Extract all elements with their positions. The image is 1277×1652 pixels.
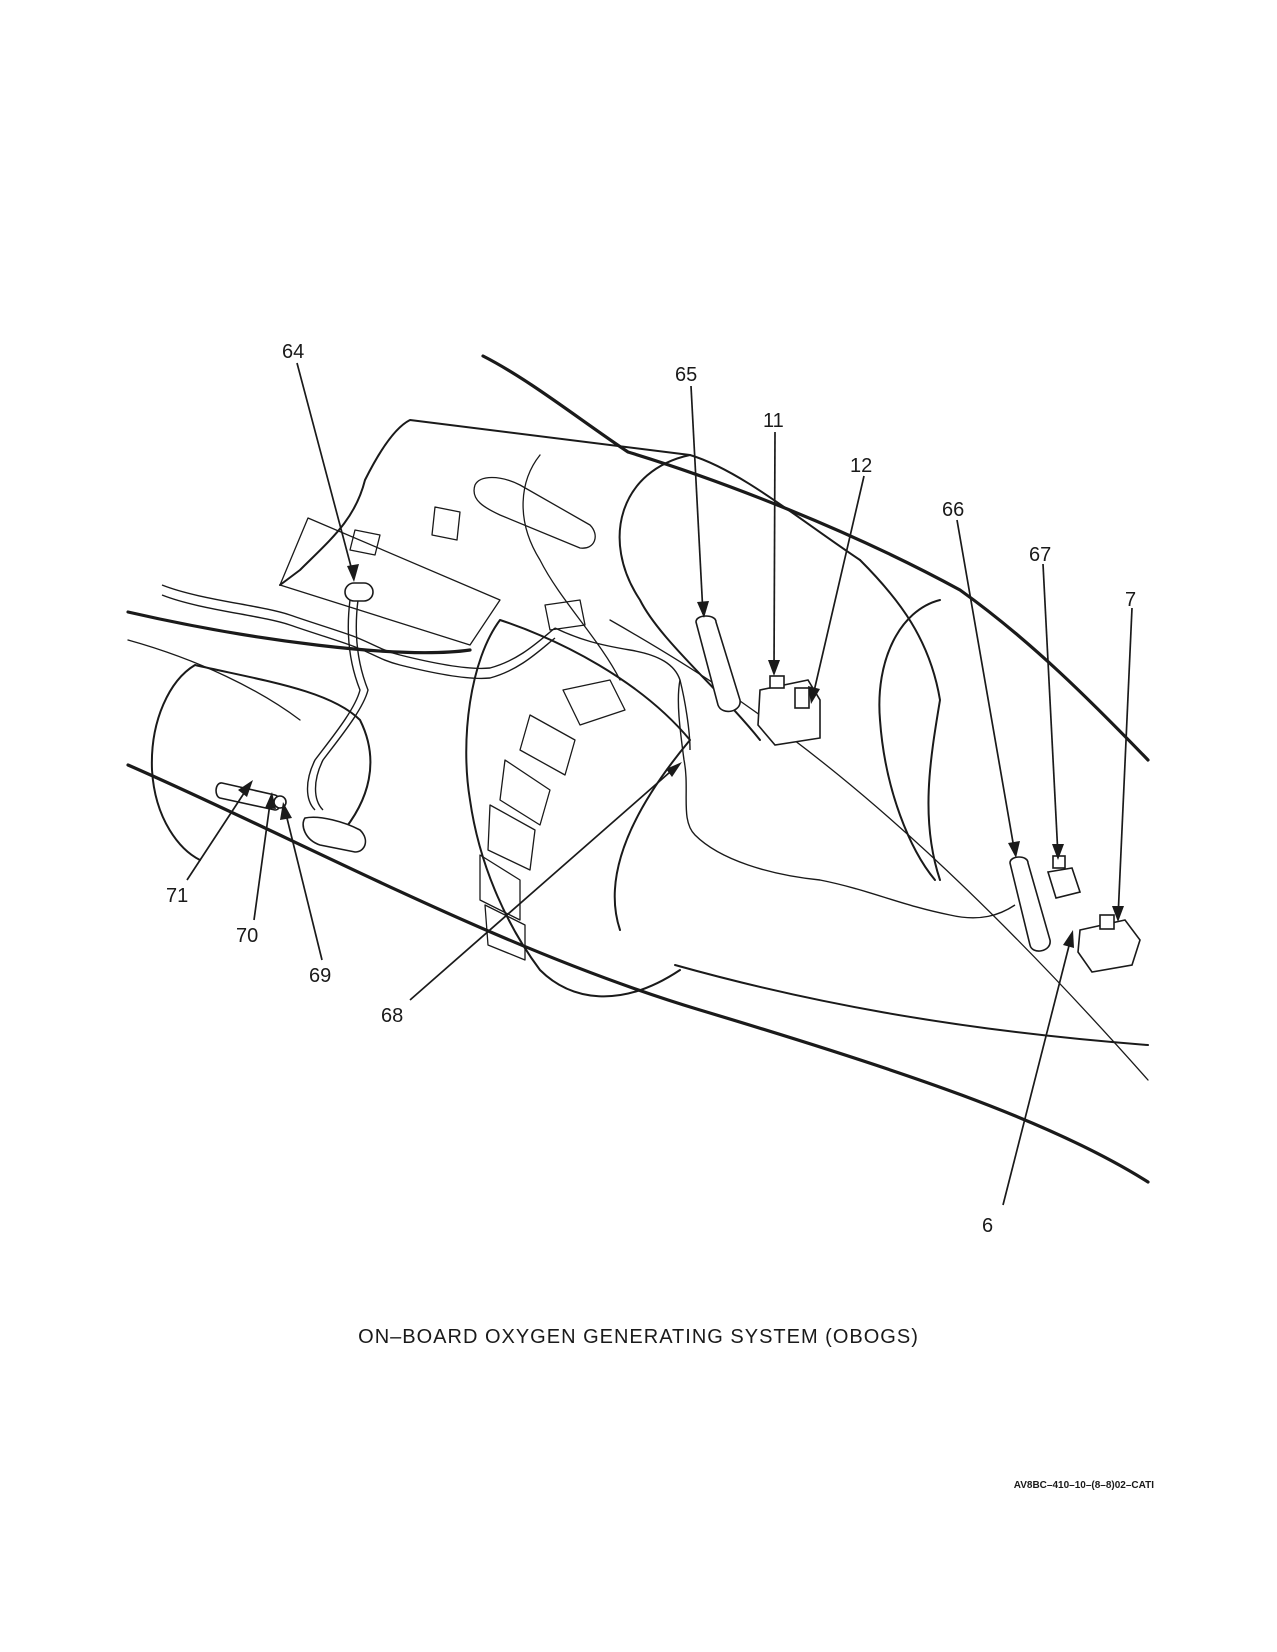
vertical-drop-line-2 xyxy=(314,599,369,811)
plumbing-lines xyxy=(161,584,1016,919)
component-66 xyxy=(1009,856,1051,952)
component-69-71-assembly xyxy=(215,782,367,853)
callout-68: 68 xyxy=(381,1005,403,1027)
lower-hull-line-4 xyxy=(674,964,1149,1046)
callout-71: 71 xyxy=(166,885,188,907)
callout-64: 64 xyxy=(282,341,304,363)
upper-nacelle-outline xyxy=(618,454,941,881)
components xyxy=(215,582,1141,973)
callout-11: 11 xyxy=(763,410,784,432)
callout-67: 67 xyxy=(1029,544,1051,566)
intake-vanes xyxy=(479,679,626,961)
callout-6: 6 xyxy=(982,1215,993,1237)
component-11-12-assembly xyxy=(757,675,821,746)
lower-hull-line-1 xyxy=(126,610,472,655)
diagonal-seam xyxy=(609,619,1149,1081)
upper-nacelle-ring xyxy=(522,454,621,681)
callout-69: 69 xyxy=(309,965,331,987)
callout-65: 65 xyxy=(675,364,697,386)
line-to-68 xyxy=(677,679,1016,919)
callout-12: 12 xyxy=(850,455,872,477)
panel-window-1 xyxy=(349,529,381,556)
hatch-rect xyxy=(544,599,586,631)
component-64 xyxy=(344,582,374,602)
lower-hull-line-3 xyxy=(127,639,301,721)
intake-duct-outline xyxy=(279,419,861,586)
top-scoop xyxy=(473,476,596,549)
callout-7: 7 xyxy=(1125,589,1136,611)
line-to-65 xyxy=(554,627,691,751)
component-6-7-assembly xyxy=(1077,914,1141,973)
supply-line-b xyxy=(161,594,556,680)
upper-panel xyxy=(279,517,501,646)
callout-70: 70 xyxy=(236,925,258,947)
component-67 xyxy=(1046,855,1082,899)
callout-labels: 64 65 11 12 66 67 7 71 70 69 68 6 xyxy=(166,341,1136,1237)
upper-fuselage-line xyxy=(481,354,1150,762)
lower-hull-line-2 xyxy=(126,763,1150,1184)
figure-caption: ON–BOARD OXYGEN GENERATING SYSTEM (OBOGS… xyxy=(358,1326,919,1348)
vertical-drop-line xyxy=(306,599,361,811)
callout-66: 66 xyxy=(942,499,964,521)
right-cylinder-outline xyxy=(878,599,941,881)
lower-nacelle-outline xyxy=(150,664,372,861)
component-65 xyxy=(695,615,741,713)
fan-body-outline xyxy=(465,619,691,998)
panel-window-2 xyxy=(431,506,461,541)
drawing-identifier: AV8BC–410–10–(8–8)02–CATI xyxy=(1013,1480,1154,1491)
callout-leaders xyxy=(186,362,1133,1206)
aircraft-structure xyxy=(126,354,1150,1184)
supply-line-a xyxy=(161,584,556,670)
